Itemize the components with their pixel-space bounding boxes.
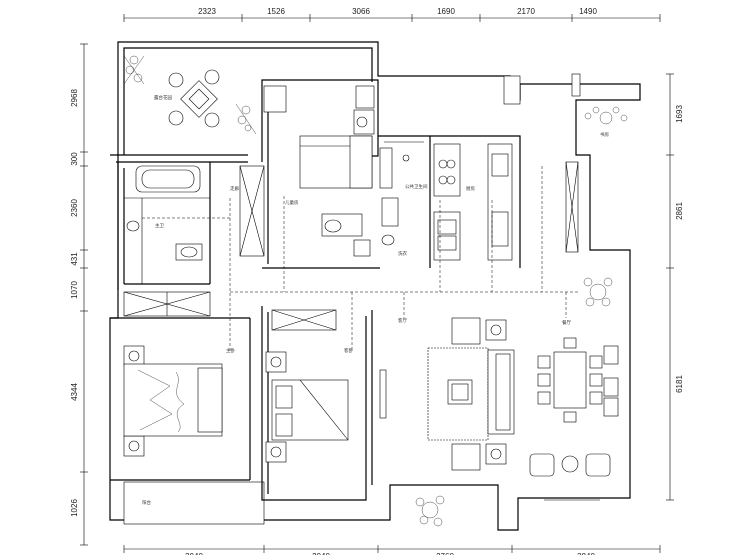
label-guest-bath: 公共卫生间: [405, 183, 428, 190]
exterior-walls: [109, 41, 641, 531]
dim-right-3: 6181: [675, 375, 684, 393]
dim-bottom-4: 3840: [577, 552, 595, 555]
top-right-balcony: [503, 73, 581, 105]
dim-top-4: 1690: [437, 7, 455, 16]
dimension-lines: [80, 14, 674, 553]
master-bathroom: 主卫: [117, 162, 211, 317]
label-terrace-garden: 露台花园: [154, 94, 172, 101]
wardrobe-column: 走廊: [230, 165, 265, 257]
label-guest-bedroom: 客卧: [344, 347, 353, 354]
dim-left-7: 1026: [70, 499, 79, 517]
dim-top-6: 1490: [579, 7, 597, 16]
label-kitchen: 厨房: [466, 185, 475, 192]
label-corridor: 走廊: [230, 185, 239, 192]
guest-bedroom: 客卧: [261, 306, 367, 501]
dim-top-2: 1526: [267, 7, 285, 16]
dim-left-4: 431: [70, 252, 79, 266]
second-bedroom: 儿童房: [261, 79, 380, 269]
label-balcony-left: 阳台: [142, 499, 151, 506]
label-master-bath: 主卫: [155, 222, 164, 229]
kitchen: 厨房: [430, 135, 521, 268]
circulation-lines: [142, 166, 580, 352]
living-room: 客厅: [371, 310, 515, 527]
dim-left-1: 2968: [70, 89, 79, 107]
dim-left-2: 300: [70, 152, 79, 166]
dim-top-5: 2170: [517, 7, 535, 16]
dim-bottom-2: 3040: [312, 552, 330, 555]
dining-room: 餐厅: [529, 277, 619, 501]
guest-bathroom: 公共卫生间 洗衣: [378, 135, 431, 268]
dim-top-3: 3066: [352, 7, 370, 16]
dim-right-2: 2861: [675, 202, 684, 220]
terrace-garden: 露台花园: [123, 55, 257, 135]
label-laundry: 洗衣: [398, 250, 407, 257]
dim-bottom-3: 2760: [436, 552, 454, 555]
dim-left-6: 4344: [70, 383, 79, 401]
master-bedroom: 主卧 阳台: [110, 317, 265, 525]
label-living-room: 客厅: [398, 317, 407, 324]
study-area: 书房: [565, 106, 628, 253]
dim-top-1: 2323: [198, 7, 216, 16]
dim-bottom-1: 3040: [185, 552, 203, 555]
label-dining-room: 餐厅: [562, 319, 571, 326]
dim-left-3: 2360: [70, 199, 79, 217]
label-study: 书房: [600, 131, 609, 138]
label-master-bedroom: 主卧: [226, 347, 235, 354]
dim-left-5: 1070: [70, 281, 79, 299]
dim-right-1: 1693: [675, 105, 684, 123]
label-second-bedroom: 儿童房: [285, 199, 299, 206]
